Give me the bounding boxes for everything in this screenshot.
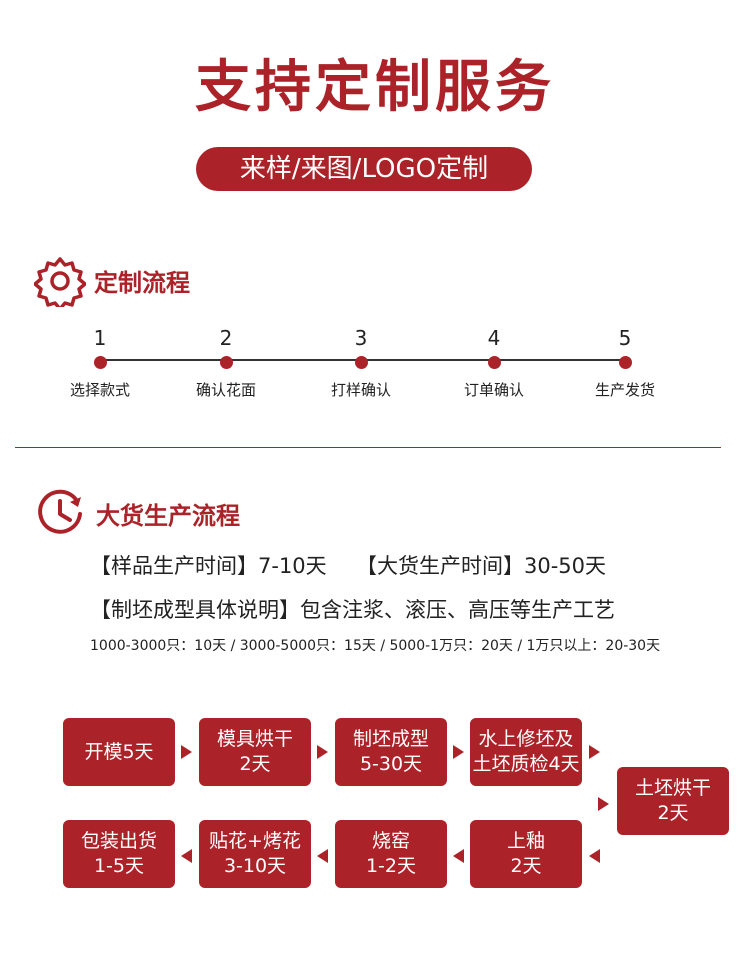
flow-step-line1: 上釉: [506, 830, 545, 852]
arrow-right-icon: [317, 745, 328, 759]
step-item: 3 打样确认: [301, 326, 421, 400]
flow-step-forming: 制坯成型 5-30天: [335, 718, 447, 786]
flow-step-line1: 烧窑: [371, 830, 410, 852]
flow-step-line1: 包装出货: [80, 830, 157, 852]
flow-step-line2: 3-10天: [223, 855, 287, 877]
step-item: 4 订单确认: [434, 326, 554, 400]
flow-step-glazing: 上釉 2天: [470, 820, 582, 888]
step-item: 5 生产发货: [565, 326, 685, 400]
flow-step-line1: 贴花+烤花: [209, 830, 301, 852]
flow-step-line1: 开模5天: [84, 740, 154, 763]
flow-step-line2: 1-2天: [365, 855, 417, 877]
step-label: 订单确认: [463, 381, 524, 399]
arrow-left-icon: [589, 849, 600, 863]
step-label: 生产发货: [594, 381, 655, 399]
step-label: 选择款式: [69, 381, 130, 399]
arrow-left-icon: [181, 849, 192, 863]
flow-step-decal: 贴花+烤花 3-10天: [199, 820, 311, 888]
arrow-right-icon: [181, 745, 192, 759]
flow-step-line2: 1-5天: [93, 855, 145, 877]
arrow-right-icon: [453, 745, 464, 759]
flow-step-mold: 开模5天: [63, 718, 175, 786]
bulk-process-title: 大货生产流程: [96, 502, 240, 530]
flow-step-line2: 2天: [657, 802, 689, 824]
customization-badge: 来样/来图/LOGO定制: [196, 147, 532, 191]
flow-step-line1: 水上修坯及: [478, 728, 574, 750]
flow-step-mold-drying: 模具烘干 2天: [199, 718, 311, 786]
gear-icon: [33, 255, 87, 311]
step-dot: [93, 356, 107, 369]
step-dot: [219, 356, 233, 369]
forming-method-text: 【制坯成型具体说明】包含注浆、滚压、高压等生产工艺: [90, 598, 615, 622]
step-dot: [487, 356, 501, 369]
flow-step-line1: 模具烘干: [216, 728, 293, 750]
arrow-right-icon: [598, 797, 609, 811]
flow-step-line2: 5-30天: [359, 753, 423, 775]
bulk-time-text: 【大货生产时间】30-50天: [356, 554, 607, 578]
step-number: 2: [219, 326, 233, 350]
flow-step-line1: 土坯烘干: [634, 777, 711, 799]
flow-step-trimming: 水上修坯及 土坯质检4天: [470, 718, 582, 786]
clock-icon: [34, 487, 86, 539]
flow-step-drying: 土坯烘干 2天: [617, 767, 729, 835]
arrow-left-icon: [317, 849, 328, 863]
arrow-right-icon: [589, 745, 600, 759]
section-divider: [15, 447, 721, 448]
step-number: 3: [354, 326, 368, 350]
step-label: 打样确认: [330, 381, 391, 399]
flow-step-firing: 烧窑 1-2天: [335, 820, 447, 888]
flow-step-line2: 2天: [510, 855, 542, 877]
flow-step-line2: 2天: [239, 753, 271, 775]
flow-step-packing: 包装出货 1-5天: [63, 820, 175, 888]
step-item: 1 选择款式: [40, 326, 160, 400]
step-label: 确认花面: [195, 381, 256, 399]
arrow-left-icon: [453, 849, 464, 863]
quantity-times-text: 1000-3000只：10天 / 3000-5000只：15天 / 5000-1…: [90, 638, 661, 654]
step-number: 5: [618, 326, 632, 350]
flow-step-line1: 制坯成型: [352, 728, 429, 750]
step-dot: [354, 356, 368, 369]
step-item: 2 确认花面: [166, 326, 286, 400]
flow-step-line2: 土坯质检4天: [472, 753, 580, 775]
custom-process-title: 定制流程: [94, 269, 190, 297]
page-title: 支持定制服务: [195, 55, 555, 120]
step-number: 4: [487, 326, 501, 350]
step-number: 1: [93, 326, 107, 350]
sample-time-text: 【样品生产时间】7-10天: [90, 554, 327, 578]
step-dot: [618, 356, 632, 369]
